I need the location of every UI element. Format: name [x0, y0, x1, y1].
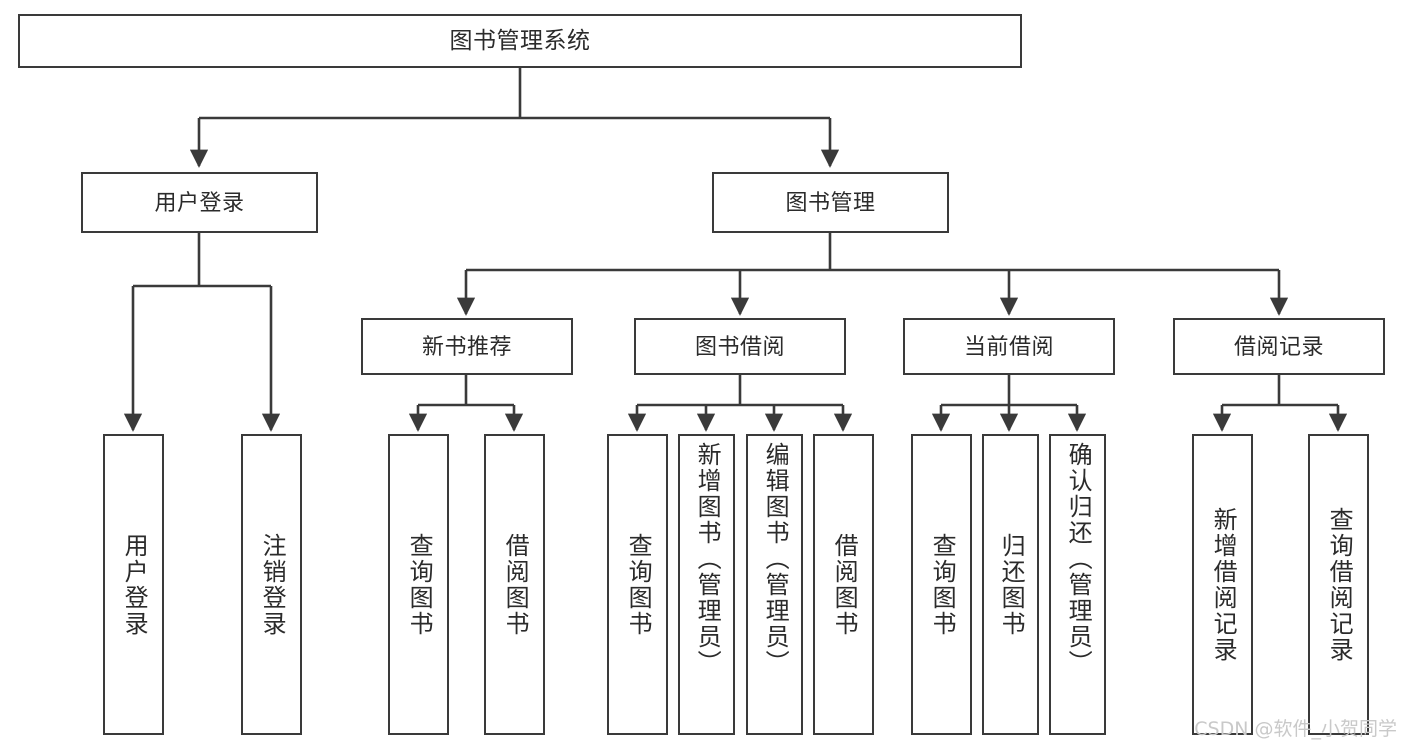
- leaf-borrow-add-book-label: 新增图书（管理员）: [693, 442, 721, 676]
- leaf-record-add[interactable]: 新增借阅记录: [1192, 434, 1253, 735]
- leaf-record-query-label: 查询借阅记录: [1325, 506, 1353, 663]
- leaf-current-confirm-return[interactable]: 确认归还（管理员）: [1049, 434, 1106, 735]
- node-book-management-label: 图书管理: [785, 189, 876, 215]
- leaf-borrow-add-book[interactable]: 新增图书（管理员）: [678, 434, 735, 735]
- leaf-borrow-borrow-book[interactable]: 借阅图书: [813, 434, 874, 735]
- leaf-current-query-book[interactable]: 查询图书: [911, 434, 972, 735]
- leaf-record-query[interactable]: 查询借阅记录: [1308, 434, 1369, 735]
- watermark: CSDN @软件_小贺同学: [1194, 718, 1397, 740]
- node-root-label: 图书管理系统: [449, 27, 591, 54]
- leaf-user-login-label: 用户登录: [120, 532, 148, 637]
- leaf-current-query-book-label: 查询图书: [928, 532, 956, 637]
- leaf-borrow-query-book[interactable]: 查询图书: [607, 434, 668, 735]
- node-borrow-record[interactable]: 借阅记录: [1173, 318, 1385, 375]
- node-borrow-record-label: 借阅记录: [1233, 333, 1324, 359]
- leaf-borrow-edit-book[interactable]: 编辑图书（管理员）: [746, 434, 803, 735]
- leaf-user-login[interactable]: 用户登录: [103, 434, 164, 735]
- node-current-borrow[interactable]: 当前借阅: [903, 318, 1115, 375]
- node-current-borrow-label: 当前借阅: [963, 333, 1054, 359]
- leaf-logout[interactable]: 注销登录: [241, 434, 302, 735]
- leaf-recommend-query-book[interactable]: 查询图书: [388, 434, 449, 735]
- leaf-recommend-query-book-label: 查询图书: [405, 532, 433, 637]
- node-book-borrow-label: 图书借阅: [694, 333, 785, 359]
- leaf-logout-label: 注销登录: [258, 532, 286, 637]
- node-user-login[interactable]: 用户登录: [81, 172, 318, 233]
- node-user-login-label: 用户登录: [154, 189, 245, 215]
- leaf-current-confirm-return-label: 确认归还（管理员）: [1064, 442, 1092, 676]
- leaf-recommend-borrow-book[interactable]: 借阅图书: [484, 434, 545, 735]
- leaf-record-add-label: 新增借阅记录: [1209, 506, 1237, 663]
- node-new-book-recommend-label: 新书推荐: [421, 333, 512, 359]
- node-book-borrow[interactable]: 图书借阅: [634, 318, 846, 375]
- leaf-recommend-borrow-book-label: 借阅图书: [501, 532, 529, 637]
- node-root[interactable]: 图书管理系统: [18, 14, 1022, 68]
- leaf-borrow-edit-book-label: 编辑图书（管理员）: [761, 442, 789, 676]
- node-new-book-recommend[interactable]: 新书推荐: [361, 318, 573, 375]
- leaf-borrow-borrow-book-label: 借阅图书: [830, 532, 858, 637]
- leaf-current-return-book-label: 归还图书: [997, 532, 1025, 637]
- leaf-current-return-book[interactable]: 归还图书: [982, 434, 1039, 735]
- node-book-management[interactable]: 图书管理: [712, 172, 949, 233]
- leaf-borrow-query-book-label: 查询图书: [624, 532, 652, 637]
